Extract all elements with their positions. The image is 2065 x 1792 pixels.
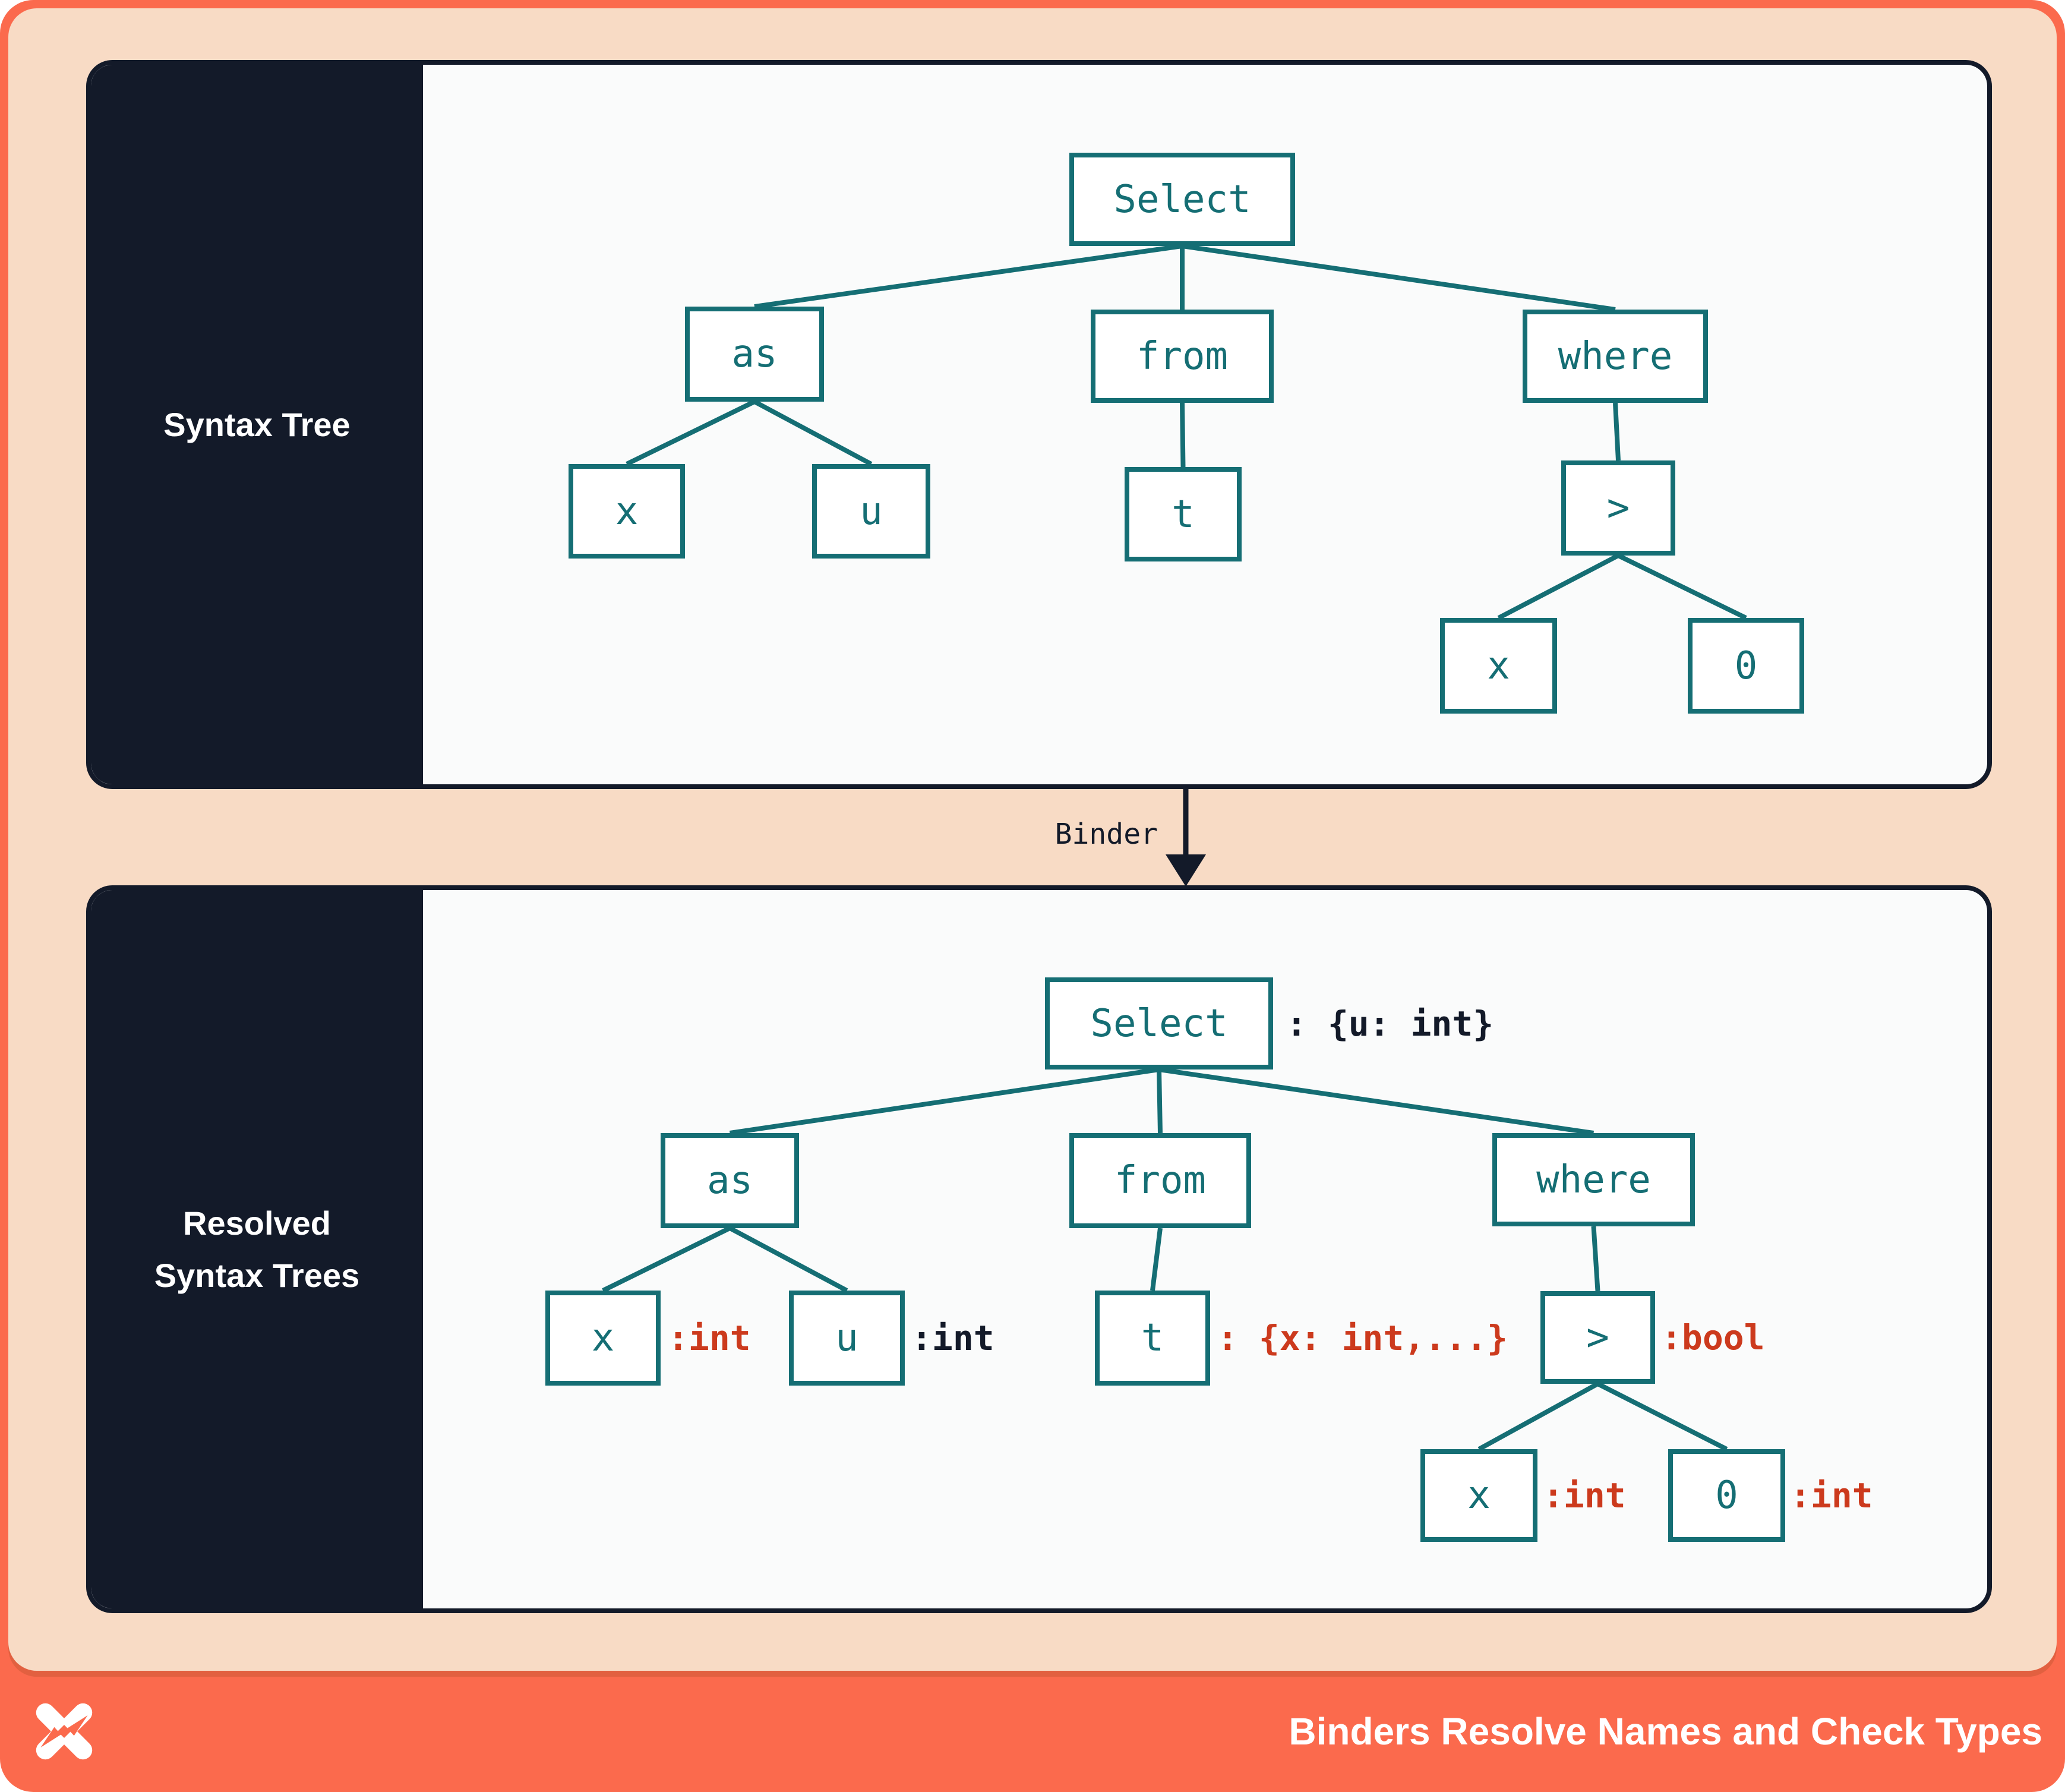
tree-node-top-gt: >: [1561, 460, 1675, 556]
tree-node-resolved-t: t: [1095, 1291, 1210, 1386]
tree-node-resolved-gx: x: [1420, 1449, 1537, 1542]
syntax-tree-panel-label: Syntax Tree: [163, 405, 351, 443]
logo-center-diamond: [57, 1724, 71, 1739]
tree-node-top-where: where: [1523, 310, 1708, 403]
type-annotation-resolved-x: :int: [668, 1318, 751, 1358]
tree-node-top-x: x: [569, 464, 685, 559]
tree-node-top-u: u: [812, 464, 930, 559]
footer-title: Binders Resolve Names and Check Types: [1289, 1710, 2042, 1753]
tree-node-resolved-as: as: [661, 1133, 799, 1228]
logo-notch-top-right: [67, 1715, 88, 1736]
tree-node-top-gzero: 0: [1688, 618, 1804, 714]
type-annotation-resolved-gt: :bool: [1661, 1317, 1765, 1358]
tree-node-resolved-x: x: [545, 1291, 661, 1386]
footer-bar: Binders Resolve Names and Check Types: [0, 1671, 2065, 1792]
type-annotation-resolved-gzero: :int: [1790, 1475, 1873, 1516]
tree-node-resolved-gzero: 0: [1668, 1449, 1785, 1542]
syntax-tree-panel-sidebar: Syntax Tree: [91, 65, 423, 784]
type-annotation-resolved-u: :int: [911, 1318, 994, 1358]
tree-node-resolved-u: u: [789, 1291, 905, 1386]
brand-x-logo-icon: [36, 1703, 93, 1760]
type-annotation-resolved-gx: :int: [1543, 1475, 1626, 1516]
tree-node-top-t: t: [1125, 467, 1242, 561]
tree-node-top-gx: x: [1440, 618, 1557, 714]
binder-label: Binder: [1054, 818, 1158, 851]
tree-node-resolved-from: from: [1069, 1133, 1251, 1228]
tree-node-resolved-where: where: [1492, 1133, 1695, 1226]
type-annotation-resolved-select: : {u: int}: [1286, 1003, 1494, 1044]
resolved-syntax-trees-panel-sidebar: Resolved Syntax Trees: [91, 890, 423, 1608]
type-annotation-resolved-t: : {x: int,...}: [1217, 1318, 1508, 1358]
syntax-tree-panel: Syntax Tree: [86, 60, 1992, 789]
tree-node-resolved-gt: >: [1540, 1291, 1655, 1384]
tree-node-top-from: from: [1091, 310, 1274, 403]
logo-notch-bottom-left: [40, 1727, 61, 1748]
tree-node-top-select: Select: [1069, 153, 1295, 246]
tree-node-resolved-select: Select: [1045, 977, 1273, 1069]
tree-node-top-as: as: [685, 307, 824, 402]
resolved-panel-label-line2: Syntax Trees: [154, 1256, 360, 1294]
resolved-panel-label-line1: Resolved: [183, 1204, 331, 1242]
